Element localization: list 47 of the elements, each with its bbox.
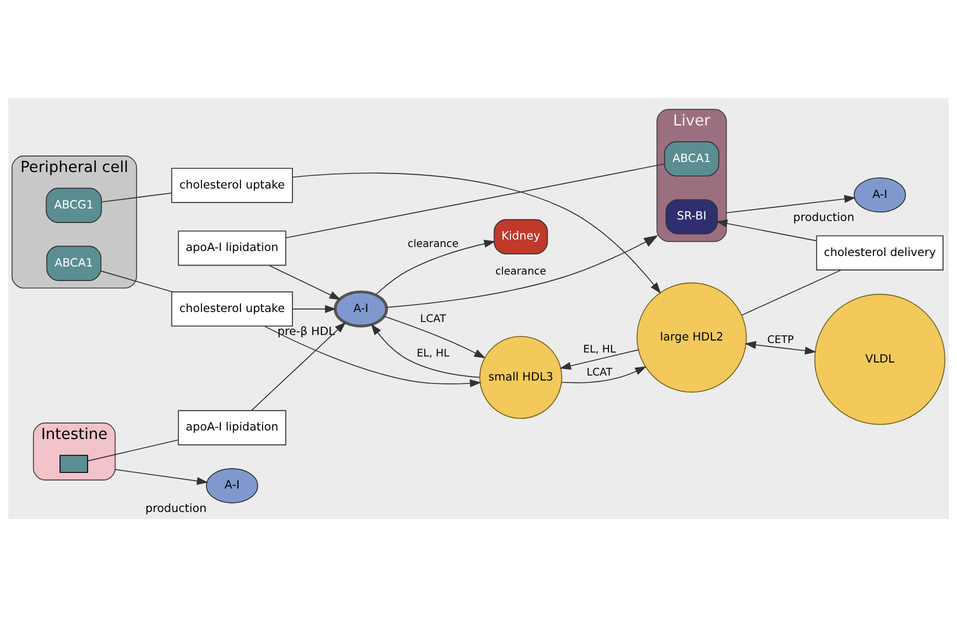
arrow <box>561 366 647 384</box>
arrow <box>716 220 817 242</box>
connector <box>741 270 842 316</box>
node-label: production <box>145 500 207 515</box>
node-label: pre-β HDL <box>278 324 335 338</box>
node-box: apoA-I lipidation <box>178 230 286 266</box>
arrow <box>384 316 486 358</box>
arrow <box>744 340 816 355</box>
edge-label: LCAT <box>420 313 446 326</box>
node-box: apoA-I lipidation <box>178 410 286 446</box>
connector <box>101 192 172 202</box>
node-ellipse: A-I <box>206 468 258 504</box>
node-box <box>60 454 88 473</box>
edge-label: clearance <box>495 266 546 278</box>
edge-label: CETP <box>767 334 794 346</box>
node-box: cholesterol uptake <box>171 168 293 203</box>
node-box: Kidney <box>494 219 548 254</box>
node-box: cholesterol uptake <box>171 291 293 327</box>
node-ellipse: A-I <box>334 290 388 328</box>
arrow <box>386 235 658 308</box>
edge-label: LCAT <box>586 366 612 378</box>
arrow <box>560 349 639 370</box>
arrow <box>726 195 856 214</box>
edge-label: clearance <box>408 238 459 250</box>
node-box: ABCA1 <box>46 246 102 281</box>
edge-label: EL, HL <box>583 344 616 356</box>
arrow <box>114 469 208 485</box>
arrow <box>268 264 341 300</box>
connector <box>286 163 665 238</box>
node-box: cholesterol delivery <box>816 235 944 270</box>
connector <box>87 440 179 462</box>
cluster: Intestine <box>32 422 116 481</box>
node-circle: small HDL3 <box>479 336 562 419</box>
node-box: ABCG1 <box>46 188 102 223</box>
node-box: ABCA1 <box>664 141 720 176</box>
arrow <box>292 172 661 294</box>
arrow <box>375 240 496 296</box>
arrow <box>292 304 336 313</box>
arrow <box>370 324 480 378</box>
node-ellipse: A-I <box>854 177 906 213</box>
node-label: production <box>793 210 854 224</box>
arrow <box>251 322 346 411</box>
edge-label: EL, HL <box>416 347 450 360</box>
node-circle: VLDL <box>814 294 946 425</box>
node-box: SR-BI <box>666 199 718 234</box>
arrow <box>264 326 482 388</box>
connector <box>100 270 173 292</box>
